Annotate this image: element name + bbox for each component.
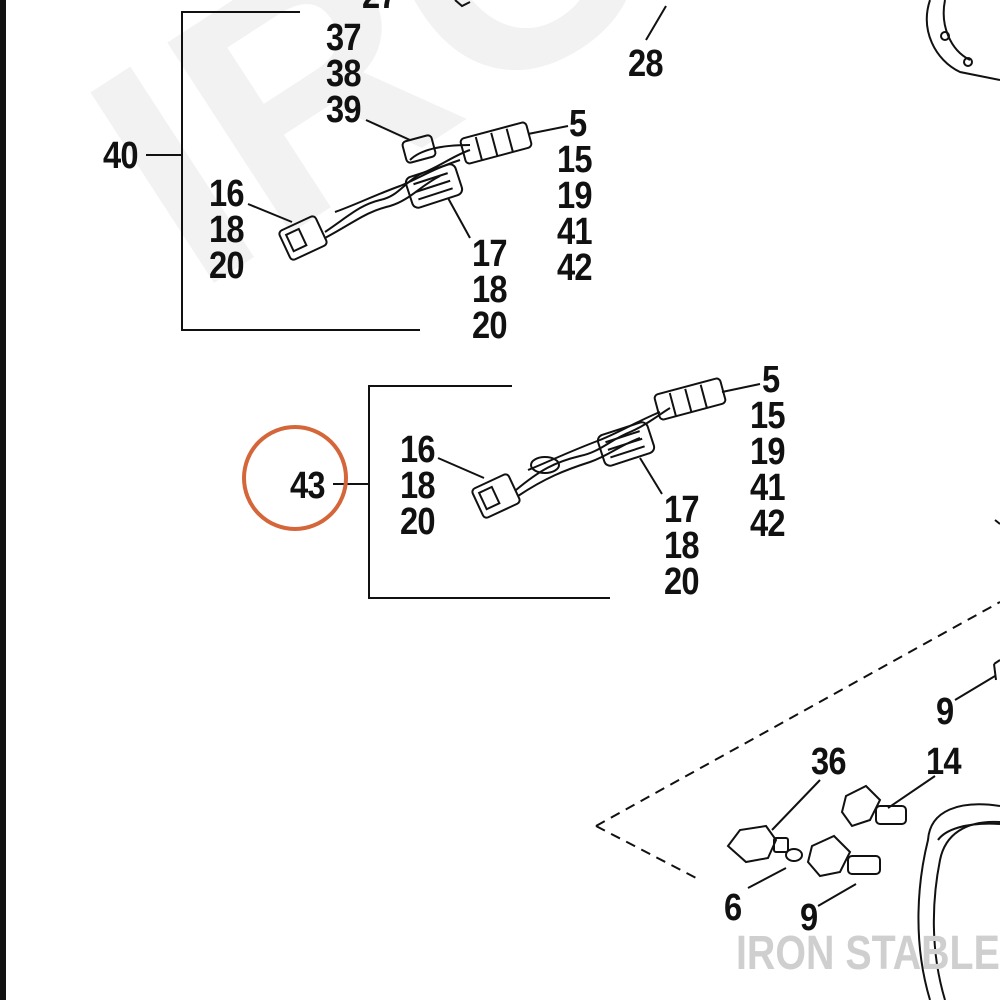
- leader-5-upper: [527, 125, 569, 135]
- upper-harness-wire-b: [324, 175, 441, 239]
- upper-connector-17: [404, 163, 464, 209]
- highlight-circle-43: [242, 425, 348, 531]
- watermark-corner: IRON STABLE: [736, 927, 1000, 980]
- lower-harness-wire-a: [515, 407, 671, 491]
- callout-6: 6: [724, 887, 742, 929]
- leader-17-upper: [447, 197, 471, 239]
- callout-17-18-20-lower: 17 18 20: [664, 489, 700, 603]
- lower-harness-loop: [530, 456, 560, 474]
- leader-37: [365, 119, 411, 141]
- leader-6: [747, 867, 787, 889]
- leader-9-bottom: [817, 883, 857, 907]
- callout-40: 40: [103, 135, 139, 177]
- lower-connector-16: [471, 473, 521, 519]
- leader-17-lower: [639, 457, 663, 495]
- callout-14: 14: [926, 741, 962, 783]
- callout-16-18-20-lower: 16 18 20: [400, 429, 436, 543]
- housing-fragment: [925, 0, 1000, 81]
- bracket-40: [181, 11, 420, 331]
- upper-connector-5: [459, 121, 533, 165]
- leader-9-right: [954, 675, 996, 701]
- leader-36: [771, 779, 821, 831]
- top-part-fragment: [454, 0, 471, 8]
- lower-connector-17: [596, 421, 656, 467]
- bulb-14: [840, 784, 882, 828]
- leader-16-lower: [437, 457, 485, 479]
- callout-36: 36: [811, 741, 847, 783]
- bulb-6: [785, 848, 803, 862]
- lower-connector-5: [653, 377, 727, 421]
- bulb-9: [806, 834, 852, 878]
- callout-17-18-20-upper: 17 18 20: [472, 233, 508, 347]
- callout-9-bottom: 9: [800, 897, 818, 939]
- leader-16-upper: [247, 203, 293, 223]
- upper-connector-16: [278, 215, 328, 261]
- lower-harness-wire-c: [527, 411, 661, 471]
- callout-43: 43: [290, 465, 326, 507]
- callout-16-18-20-upper: 16 18 20: [209, 173, 245, 287]
- headlamp-fragment: [917, 803, 1000, 1000]
- callout-28: 28: [628, 43, 664, 85]
- callout-5-15-19-41-42-upper: 5 15 19 41 42: [557, 103, 593, 289]
- callout-37-38-39: 37 38 39: [326, 17, 362, 131]
- callout-27: 27: [362, 0, 398, 15]
- upper-connector-37: [401, 134, 437, 164]
- leader-14: [887, 775, 936, 809]
- bulb-socket-36: [726, 824, 778, 864]
- bracket-43: [368, 385, 610, 599]
- leader-28: [645, 5, 667, 41]
- callout-5-15-19-41-42-lower: 5 15 19 41 42: [750, 359, 786, 545]
- dashed-boundary: [595, 601, 1000, 827]
- leader-5-lower: [721, 383, 761, 393]
- left-edge-bar: [0, 0, 6, 1000]
- part-9-right: [993, 659, 1000, 681]
- callout-9-right: 9: [936, 691, 954, 733]
- upper-harness-wire-a: [324, 149, 471, 233]
